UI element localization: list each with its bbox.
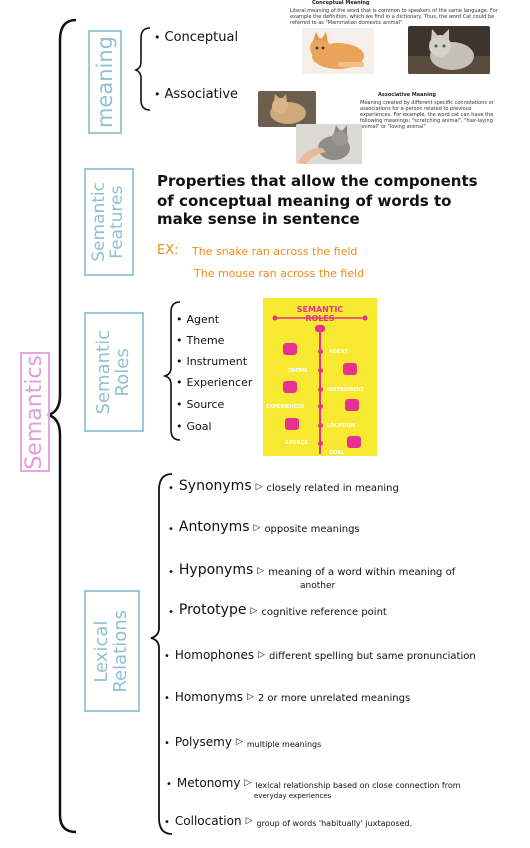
arrow-triangle-icon: ▷ <box>255 482 263 492</box>
role-item-experiencer: •Experiencer <box>176 376 253 389</box>
features-example-line1: The snake ran across the field <box>192 245 358 258</box>
role-item-theme: •Theme <box>176 334 225 347</box>
meaning-item-conceptual: •Conceptual <box>154 30 239 45</box>
lexical-item-hyponyms: • Hyponyms ▷ meaning of a word within me… <box>168 562 456 578</box>
bullet-dot: • <box>164 693 170 704</box>
bullet-dot: • <box>176 334 183 347</box>
conceptual-caption: Conceptual Meaning <box>312 0 370 6</box>
lexical-item-hyponyms-desc2: another <box>300 581 336 591</box>
poster-label-instrument: INSTRUMENT <box>327 387 364 393</box>
bullet-dot: • <box>176 376 183 389</box>
lexical-item-metonomy: • Metonomy ▷ lexical relationship based … <box>166 776 461 790</box>
arrow-triangle-icon: ▷ <box>244 778 252 788</box>
cat-photo <box>258 91 316 127</box>
meaning-box: meaning <box>88 30 122 134</box>
poster-icon <box>347 436 361 448</box>
hand-cat-photo <box>296 124 362 164</box>
arrow-triangle-icon: ▷ <box>250 606 258 616</box>
poster-icon <box>285 418 299 430</box>
associative-text: Meaning created by different specific co… <box>360 100 494 130</box>
meaning-label: meaning <box>92 35 117 129</box>
poster-icon <box>283 381 297 393</box>
lexical-item-polysemy: • Polysemy ▷ multiple meanings <box>164 735 322 749</box>
bullet-dot: • <box>176 355 183 368</box>
poster-icon <box>345 399 359 411</box>
root-box: Semantics <box>20 352 50 472</box>
bullet-dot: • <box>176 420 183 433</box>
arrow-triangle-icon: ▷ <box>246 692 254 702</box>
features-example-line2: The mouse ran across the field <box>194 267 365 280</box>
bullet-dot: • <box>164 817 170 828</box>
conceptual-text: Literal meaning of the word that is comm… <box>290 8 498 26</box>
poster-label-agent: AGENT <box>329 349 348 355</box>
root-label: Semantics <box>22 354 48 470</box>
role-item-source: •Source <box>176 398 225 411</box>
bullet-dot: • <box>154 31 161 44</box>
features-example-prefix: EX: <box>157 243 179 258</box>
bullet-dot: • <box>164 738 170 749</box>
lexical-item-antonyms: • Antonyms ▷ opposite meanings <box>168 519 360 535</box>
lexical-item-synonyms: • Synonyms ▷ closely related in meaning <box>168 478 399 494</box>
cat-photo <box>302 28 374 74</box>
bullet-dot: • <box>168 567 174 578</box>
arrow-triangle-icon: ▷ <box>235 737 243 747</box>
lexical-item-metonomy-desc2: everyday experiences <box>254 792 332 800</box>
features-def-line3: make sense in sentence <box>157 210 360 228</box>
poster-label-goal: GOAL <box>329 450 345 456</box>
cat-photo <box>408 26 490 74</box>
arrow-triangle-icon: ▷ <box>245 816 253 826</box>
bullet-dot: • <box>176 398 183 411</box>
bullet-dot: • <box>154 88 161 101</box>
role-item-goal: •Goal <box>176 420 212 433</box>
poster-label-theme: THEME <box>288 368 308 374</box>
bullet-dot: • <box>164 651 170 662</box>
role-item-agent: •Agent <box>176 313 220 326</box>
poster-label-experiencer: EXPERIENCER <box>266 404 305 410</box>
lexical-item-homophones: • Homophones ▷ different spelling but sa… <box>164 648 476 662</box>
arrow-triangle-icon: ▷ <box>258 650 266 660</box>
arrow-triangle-icon: ▷ <box>253 523 261 533</box>
role-item-instrument: •Instrument <box>176 355 248 368</box>
bullet-dot: • <box>168 524 174 535</box>
features-def-line2: of conceptual meaning of words to <box>157 192 452 210</box>
bullet-dot: • <box>166 779 172 790</box>
poster-label-location: LOCATION <box>327 423 356 429</box>
lexical-item-collocation: • Collocation ▷ group of words 'habitual… <box>164 814 413 828</box>
lexical-item-homonyms: • Homonyms ▷ 2 or more unrelated meaning… <box>164 690 411 704</box>
bullet-dot: • <box>168 607 174 618</box>
bullet-dot: • <box>176 313 183 326</box>
lexical-item-prototype: • Prototype ▷ cognitive reference point <box>168 602 387 618</box>
associative-caption: Associative Meaning <box>378 92 436 98</box>
arrow-triangle-icon: ▷ <box>257 566 265 576</box>
features-def-line1: Properties that allow the components <box>157 172 478 190</box>
meaning-item-associative: •Associative <box>154 87 239 102</box>
poster-label-source: SOURCE <box>285 440 308 446</box>
bullet-dot: • <box>168 483 174 494</box>
poster-icon <box>343 363 357 375</box>
poster-icon <box>283 343 297 355</box>
